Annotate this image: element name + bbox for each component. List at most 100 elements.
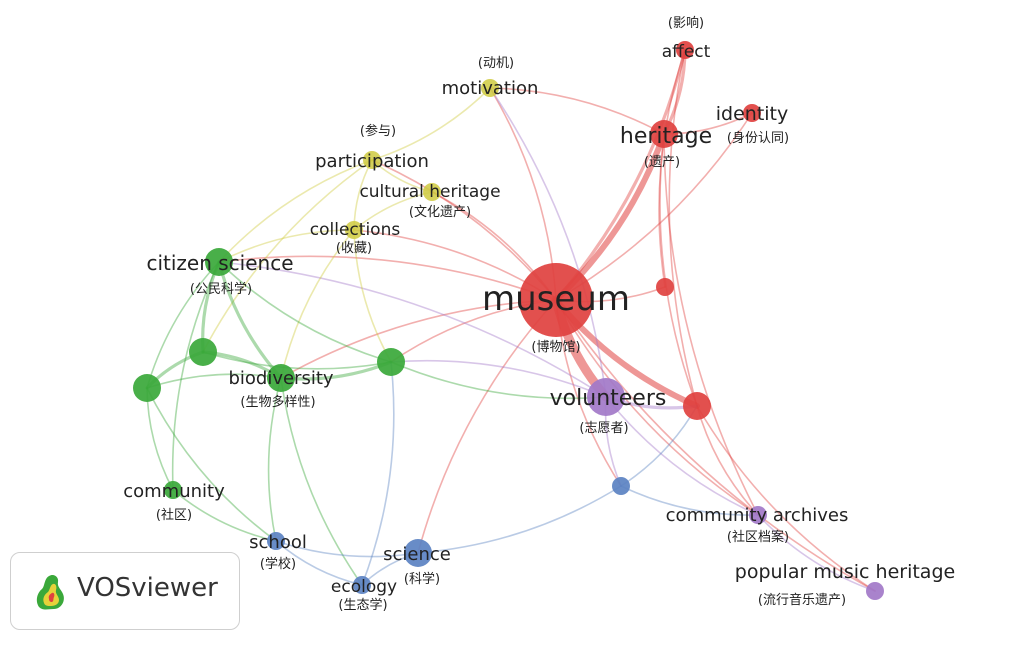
label-participation: participation [315, 151, 429, 172]
link-blue_small-community_archives [620, 485, 759, 516]
node-museum[interactable] [519, 263, 593, 337]
link-participation-citizen_science [218, 159, 373, 263]
link-school-ecology [275, 540, 363, 586]
sublabel-volunteers: (志愿者) [579, 421, 628, 436]
label-affect: affect [662, 42, 711, 62]
link-ecology-green_c [361, 361, 395, 586]
label-popular-music-heritage: popular music heritage [735, 561, 955, 583]
sublabel-science: (科学) [404, 571, 440, 587]
link-participation-green_a [202, 159, 373, 353]
sublabel-affect: (影响) [668, 15, 704, 31]
link-collections-citizen_science [218, 229, 355, 263]
sublabel-community: (社区) [156, 507, 192, 523]
node-identity[interactable] [743, 104, 761, 122]
sublabel-ecology: (生态学) [338, 597, 387, 613]
label-community-archives: community archives [666, 505, 849, 526]
link-volunteers-citizen_science [218, 261, 607, 398]
link-museum-community_archives [555, 299, 759, 516]
link-citizen_science-biodiversity [217, 260, 283, 380]
link-biodiversity-ecology [280, 377, 363, 586]
link-red_mid-popular_music_heritage [696, 405, 876, 592]
sublabel-popular-music-heritage: (流行音乐遗产) [758, 592, 846, 608]
link-museum-citizen_science [218, 255, 557, 301]
link-biodiversity-green_b [146, 373, 282, 389]
label-community: community [123, 481, 225, 502]
node-popular-music-heritage[interactable] [866, 582, 884, 600]
link-citizen_science-green_b [146, 261, 220, 389]
node-school[interactable] [267, 532, 285, 550]
label-motivation: motivation [442, 78, 539, 99]
node-green-a[interactable] [189, 338, 217, 366]
node-green-c[interactable] [377, 348, 405, 376]
node-cultural-heritage[interactable] [423, 183, 441, 201]
labels-layer: museum(博物馆)heritage(遗产)affect(影响)identit… [123, 15, 955, 613]
node-red-small[interactable] [656, 278, 674, 296]
label-ecology: ecology [331, 577, 397, 597]
node-biodiversity[interactable] [267, 364, 295, 392]
link-heritage-motivation [489, 87, 665, 135]
label-museum: museum [482, 279, 630, 319]
node-affect[interactable] [676, 41, 694, 59]
link-red_mid-community_archives [696, 405, 759, 516]
link-heritage-red_mid [659, 133, 698, 407]
node-volunteers[interactable] [587, 378, 625, 416]
link-green_a-green_c [202, 351, 392, 370]
node-red-mid[interactable] [683, 392, 711, 420]
sublabel-community-archives: (社区档案) [727, 529, 789, 545]
sublabel-participation: (参与) [360, 123, 396, 139]
link-community_archives-popular_music_heritage [757, 514, 876, 592]
node-blue-small[interactable] [612, 477, 630, 495]
link-affect-red_mid [668, 49, 698, 407]
link-green_b-school [146, 387, 277, 542]
link-collections-green_c [353, 229, 392, 363]
node-citizen-science[interactable] [205, 248, 233, 276]
link-volunteers-community_archives [605, 396, 759, 516]
label-biodiversity: biodiversity [228, 368, 333, 389]
node-collections[interactable] [345, 221, 363, 239]
node-participation[interactable] [363, 151, 381, 169]
label-citizen-science: citizen science [146, 251, 293, 275]
nodes-layer [133, 41, 884, 600]
label-school: school [249, 532, 307, 553]
link-affect-red_small [658, 49, 686, 288]
link-biodiversity-school [267, 377, 282, 542]
label-volunteers: volunteers [550, 386, 667, 411]
sublabel-school: (学校) [260, 556, 296, 572]
node-community-archives[interactable] [749, 506, 767, 524]
vosviewer-logo-text: VOSviewer [77, 573, 218, 603]
link-museum-biodiversity [280, 299, 557, 379]
label-cultural-heritage: cultural heritage [359, 182, 500, 202]
link-museum-science [417, 299, 557, 554]
link-participation-motivation [371, 87, 491, 161]
vosviewer-logo-icon [36, 574, 64, 610]
node-heritage[interactable] [650, 120, 678, 148]
link-community-school [172, 489, 277, 542]
sublabel-identity: (身份认同) [727, 130, 789, 146]
links-layer [145, 48, 876, 592]
link-school-science [275, 540, 419, 558]
sublabel-heritage: (遗产) [644, 155, 680, 170]
sublabel-cultural-heritage: (文化遗产) [409, 205, 471, 220]
sublabel-museum: (博物馆) [531, 340, 580, 355]
node-green-b[interactable] [133, 374, 161, 402]
link-volunteers-motivation [489, 87, 607, 398]
sublabel-citizen-science: (公民科学) [190, 281, 252, 297]
node-community[interactable] [164, 481, 182, 499]
node-ecology[interactable] [353, 576, 371, 594]
label-collections: collections [310, 220, 401, 240]
link-volunteers-green_c [390, 359, 607, 398]
label-identity: identity [716, 103, 789, 125]
sublabel-motivation: (动机) [478, 56, 514, 71]
vosviewer-logo: VOSviewer [10, 552, 240, 630]
label-science: science [383, 544, 451, 565]
link-science-blue_small [417, 485, 622, 554]
node-science[interactable] [404, 539, 432, 567]
link-citizen_science-green_c [218, 261, 392, 363]
node-motivation[interactable] [481, 79, 499, 97]
link-green_c-volunteers [390, 361, 607, 400]
sublabel-biodiversity: (生物多样性) [240, 394, 315, 410]
sublabel-collections: (收藏) [336, 241, 372, 256]
link-heritage-community_archives [663, 133, 759, 516]
link-citizen_science-community [171, 261, 220, 491]
